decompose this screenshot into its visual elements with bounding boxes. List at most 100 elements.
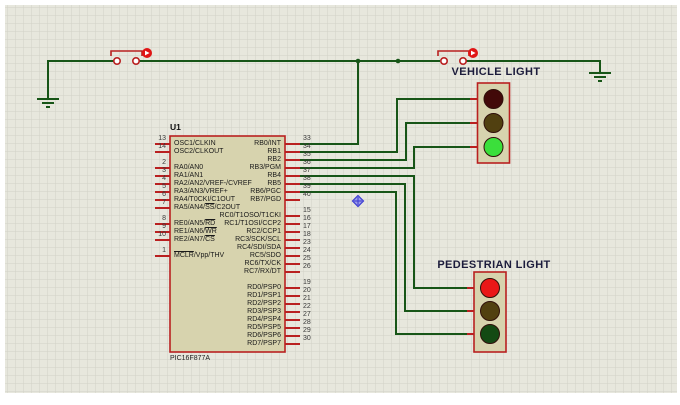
button-1-actuator-arrow-icon: [145, 50, 150, 56]
wire-rb6-pedestrian-green[interactable]: [300, 191, 467, 335]
pin-stub[interactable]: [285, 167, 300, 169]
wire-rb1-vehicle-red[interactable]: [300, 98, 470, 153]
pin-label: RD1/PSP1: [247, 292, 281, 299]
pin-label: RE2/AN7/CS: [174, 236, 215, 243]
chip-part-number: PIC16F877A: [170, 355, 211, 362]
pin-stub[interactable]: [285, 311, 300, 313]
cursor-diamond-icon: [351, 194, 365, 208]
pin-label: RD4/PSP4: [247, 316, 281, 323]
pin-stub[interactable]: [285, 319, 300, 321]
pin-label: RB7/PGD: [250, 196, 281, 203]
pin-number: 21: [303, 295, 311, 302]
pin-stub[interactable]: [285, 327, 300, 329]
pin-number: 29: [303, 327, 311, 334]
pin-stub[interactable]: [285, 295, 300, 297]
pin-number: 19: [303, 279, 311, 286]
pin-stub[interactable]: [155, 175, 170, 177]
pin-stub[interactable]: [285, 231, 300, 233]
pin-stub[interactable]: [155, 255, 170, 257]
wire-rb5-pedestrian-amber[interactable]: [300, 183, 467, 312]
pin-stub[interactable]: [285, 143, 300, 145]
pin-stub[interactable]: [285, 247, 300, 249]
pin-stub[interactable]: [155, 183, 170, 185]
pin-label: RC6/TX/CK: [244, 260, 281, 267]
mcu-chip-body[interactable]: [169, 135, 286, 353]
pin-stub[interactable]: [155, 143, 170, 145]
pin-label: RA1/AN1: [174, 172, 204, 179]
pin-label: RA5/AN4/SS/C2OUT: [174, 204, 241, 211]
vehicle-light-label: VEHICLE LIGHT: [451, 66, 541, 78]
pin-label: OSC2/CLKOUT: [174, 148, 224, 155]
pin-number: 2: [162, 159, 166, 166]
pin-stub[interactable]: [155, 199, 170, 201]
pin-stub[interactable]: [155, 231, 170, 233]
pin-stub[interactable]: [285, 239, 300, 241]
pin-number: 7: [162, 199, 166, 206]
vehicle-green-lamp: [483, 137, 504, 157]
pin-stub[interactable]: [285, 159, 300, 161]
pin-stub[interactable]: [285, 223, 300, 225]
pin-number: 22: [303, 303, 311, 310]
pedestrian-traffic-light[interactable]: [467, 271, 507, 353]
wire-junction-dot: [355, 58, 361, 64]
wire-rail-left[interactable]: [47, 60, 114, 99]
pin-number: 13: [158, 135, 166, 142]
pin-stub[interactable]: [155, 167, 170, 169]
pedestrian-amber-lamp: [480, 301, 500, 321]
pin-stub[interactable]: [285, 303, 300, 305]
pin-stub[interactable]: [285, 183, 300, 185]
pin-number: 27: [303, 311, 311, 318]
pin-label: RE0/AN5/RD: [174, 220, 216, 227]
push-button-2[interactable]: [437, 48, 478, 65]
chip-reference: U1: [170, 122, 181, 132]
pin-label: RA0/AN0: [174, 164, 204, 171]
pin-label: RD0/PSP0: [247, 284, 281, 291]
pin-stub[interactable]: [285, 263, 300, 265]
pin-number: 4: [162, 175, 166, 182]
pin-stub[interactable]: [285, 335, 300, 337]
pin-stub[interactable]: [155, 191, 170, 193]
pin-number: 28: [303, 319, 311, 326]
pin-label: RB6/PGC: [250, 188, 281, 195]
pin-stub[interactable]: [285, 191, 300, 193]
pin-stub[interactable]: [285, 343, 300, 345]
wire-rb2-vehicle-amber[interactable]: [300, 122, 470, 161]
wire-rb3-vehicle-green[interactable]: [300, 146, 470, 169]
pedestrian-red-lamp: [480, 278, 500, 298]
wire-rail-right[interactable]: [466, 60, 601, 72]
pin-label: RD7/PSP7: [247, 340, 281, 347]
pin-label: RC4/SDI/SDA: [237, 244, 281, 251]
pin-stub[interactable]: [285, 215, 300, 217]
pin-label: RC0/T1OSO/T1CKI: [219, 212, 281, 219]
pin-label: RB3/PGM: [249, 164, 281, 171]
pin-number: 25: [303, 255, 311, 262]
pin-stub[interactable]: [285, 271, 300, 273]
pin-stub[interactable]: [285, 287, 300, 289]
pin-number: 20: [303, 287, 311, 294]
pin-stub[interactable]: [285, 175, 300, 177]
pin-label: RC2/CCP1: [246, 228, 281, 235]
pin-number: 26: [303, 263, 311, 270]
pin-number: 35: [303, 151, 311, 158]
pin-label: RC5/SDO: [249, 252, 281, 259]
push-button-1[interactable]: [110, 48, 152, 65]
ground-symbol-left[interactable]: [37, 98, 59, 108]
pin-number: 10: [158, 231, 166, 238]
wire-rb4-pedestrian-red[interactable]: [300, 175, 467, 289]
pin-stub[interactable]: [155, 223, 170, 225]
pin-stub[interactable]: [285, 151, 300, 153]
pin-number: 14: [158, 143, 166, 150]
pin-stub[interactable]: [155, 207, 170, 209]
pin-stub[interactable]: [285, 255, 300, 257]
pin-number: 30: [303, 335, 311, 342]
pin-stub[interactable]: [155, 151, 170, 153]
ground-symbol-right[interactable]: [589, 72, 611, 82]
pin-stub[interactable]: [285, 199, 300, 201]
pin-label: RC3/SCK/SCL: [235, 236, 281, 243]
vehicle-traffic-light[interactable]: [470, 82, 511, 164]
pin-number: 5: [162, 183, 166, 190]
wire-rb0-to-rail[interactable]: [300, 61, 359, 145]
pin-stub[interactable]: [155, 239, 170, 241]
pin-number: 16: [303, 215, 311, 222]
